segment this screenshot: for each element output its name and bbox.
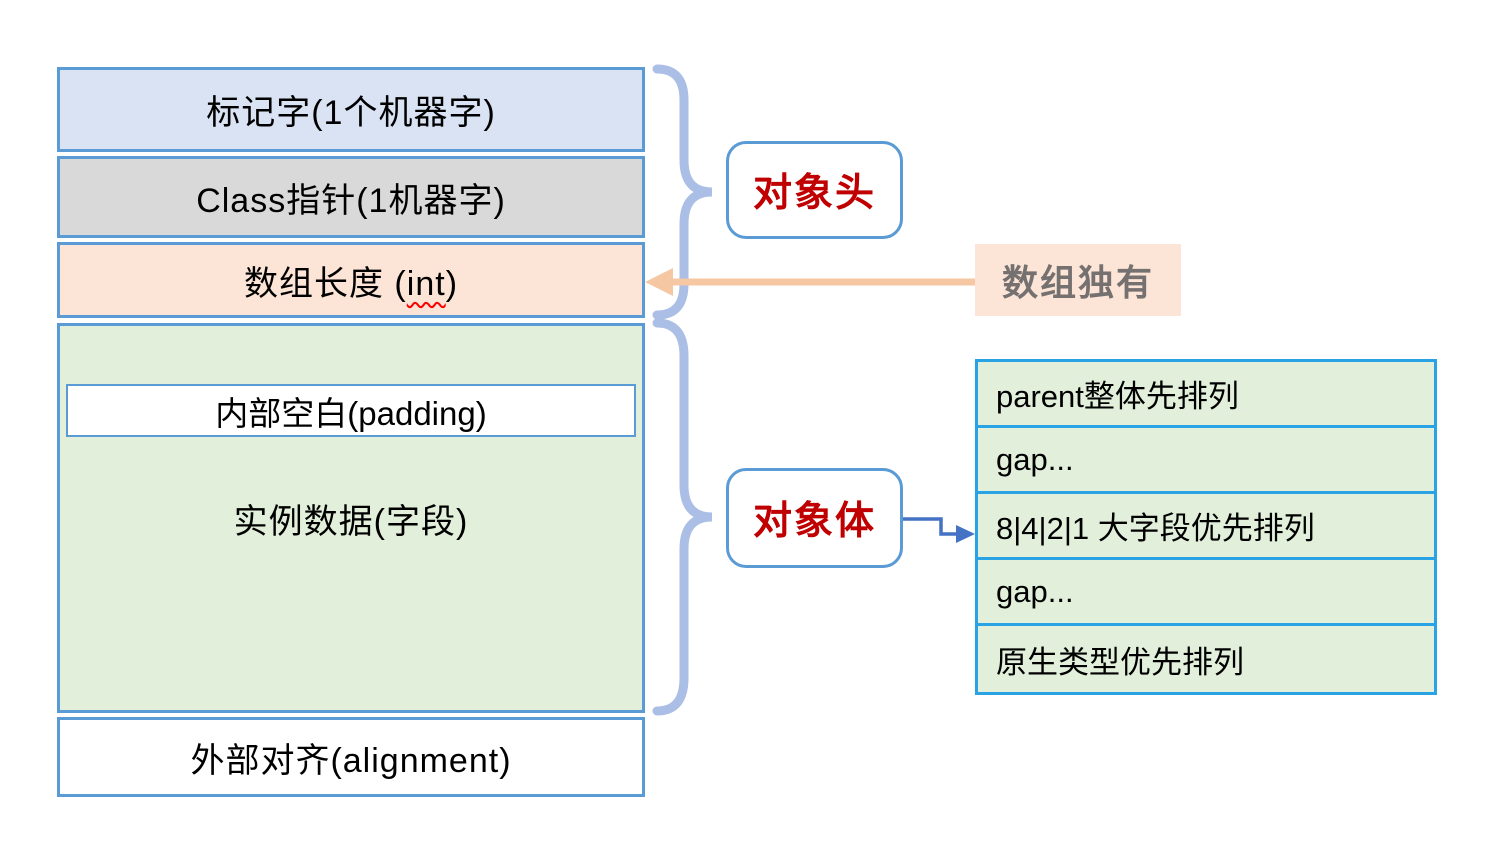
inner-padding-label: 内部空白(padding) (215, 394, 487, 432)
field-order-table: parent整体先排列 gap... 8|4|2|1 大字段优先排列 gap..… (975, 359, 1437, 695)
array-length-label: 数组长度 (int) (243, 264, 459, 303)
class-pointer-box: Class指针(1机器字) (57, 156, 645, 238)
table-row-label: gap... (996, 441, 1074, 477)
array-only-tag: 数组独有 (975, 244, 1181, 316)
object-header-callout: 对象头 (726, 141, 903, 239)
inner-padding-box: 内部空白(padding) (66, 384, 636, 437)
array-only-arrow-icon (645, 268, 975, 296)
class-pointer-label: Class指针(1机器字) (196, 181, 506, 220)
table-row: gap... (978, 560, 1434, 626)
instance-data-label: 实例数据(字段) (233, 503, 469, 541)
table-row-label: gap... (996, 573, 1074, 609)
mark-word-label: 标记字(1个机器字) (206, 94, 496, 132)
array-length-box: 数组长度 (int) (57, 242, 645, 318)
object-header-brace-icon (652, 64, 713, 320)
object-body-callout: 对象体 (726, 468, 903, 568)
table-row: parent整体先排列 (978, 362, 1434, 428)
object-header-label: 对象头 (752, 172, 876, 215)
object-body-label: 对象体 (752, 500, 876, 543)
table-row-label: 原生类型优先排列 (996, 644, 1244, 680)
table-row-label: 8|4|2|1 大字段优先排列 (996, 511, 1315, 546)
array-length-type: int (406, 264, 446, 303)
outer-alignment-label: 外部对齐(alignment) (190, 741, 512, 780)
table-row: gap... (978, 428, 1434, 494)
table-row-label: parent整体先排列 (996, 379, 1239, 414)
object-body-to-table-arrow-icon (903, 517, 975, 543)
table-row: 8|4|2|1 大字段优先排列 (978, 494, 1434, 560)
mark-word-box: 标记字(1个机器字) (57, 67, 645, 152)
table-row: 原生类型优先排列 (978, 626, 1434, 692)
outer-alignment-box: 外部对齐(alignment) (57, 717, 645, 797)
object-body-brace-icon (652, 318, 713, 716)
array-only-label: 数组独有 (1001, 262, 1154, 303)
